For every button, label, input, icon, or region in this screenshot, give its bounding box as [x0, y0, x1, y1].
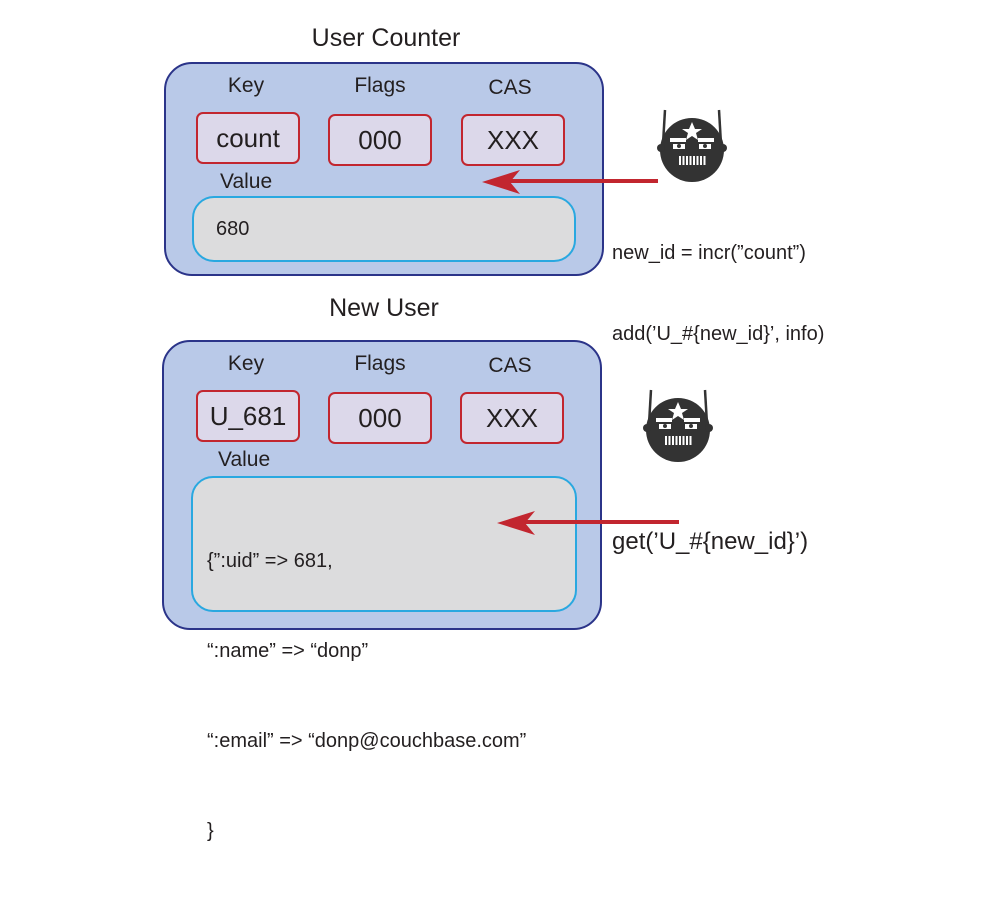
- code-line: get(’U_#{new_id}’): [612, 528, 809, 555]
- value-box: 680: [192, 196, 576, 262]
- value-text: {”:uid” => 681, “:name” => “donp” “:emai…: [207, 486, 526, 906]
- value-line: “:email” => “donp@couchbase.com”: [207, 730, 527, 752]
- flags-value-box: 000: [328, 114, 432, 166]
- arrow-to-user-counter: [482, 170, 658, 194]
- cas-value-box: XXX: [460, 392, 564, 444]
- value-line: }: [207, 820, 214, 842]
- document-panel-user-counter: Key Flags CAS count 000 XXX Value 680: [164, 62, 604, 276]
- cas-value-box: XXX: [461, 114, 565, 166]
- value-box: {”:uid” => 681, “:name” => “donp” “:emai…: [191, 476, 577, 842]
- document-panel-new-user: Key Flags CAS U_681 000 XXX Value {”:uid…: [162, 340, 602, 842]
- key-value-box: count: [196, 112, 300, 164]
- flags-value-box: 000: [328, 392, 432, 444]
- arrow-head: [497, 511, 535, 535]
- key-label: Key: [227, 352, 265, 375]
- cas-label: CAS: [488, 354, 532, 377]
- panel-title-user-counter: User Counter: [311, 24, 461, 52]
- key-label: Key: [227, 74, 265, 97]
- code-line: new_id = incr(”count”): [612, 242, 806, 264]
- value-line: “:name” => “donp”: [207, 640, 369, 662]
- panel-title-new-user: New User: [329, 294, 439, 322]
- robot-icon: [643, 389, 713, 462]
- arrow-to-new-user: [497, 511, 679, 535]
- arrow-head: [482, 170, 520, 194]
- robot-icon: [657, 109, 727, 182]
- value-label: Value: [218, 448, 271, 471]
- flags-label: Flags: [354, 74, 406, 97]
- client-code-incr-add: new_id = incr(”count”) add(’U_#{new_id}’…: [612, 186, 824, 375]
- value-label: Value: [220, 170, 273, 193]
- cas-label: CAS: [488, 76, 532, 99]
- key-value-box: U_681: [196, 390, 300, 442]
- flags-label: Flags: [354, 352, 406, 375]
- value-text: 680: [216, 218, 250, 240]
- client-code-get: get(’U_#{new_id}’): [612, 474, 808, 582]
- value-line: {”:uid” => 681,: [207, 550, 333, 572]
- code-line: add(’U_#{new_id}’, info): [612, 323, 825, 345]
